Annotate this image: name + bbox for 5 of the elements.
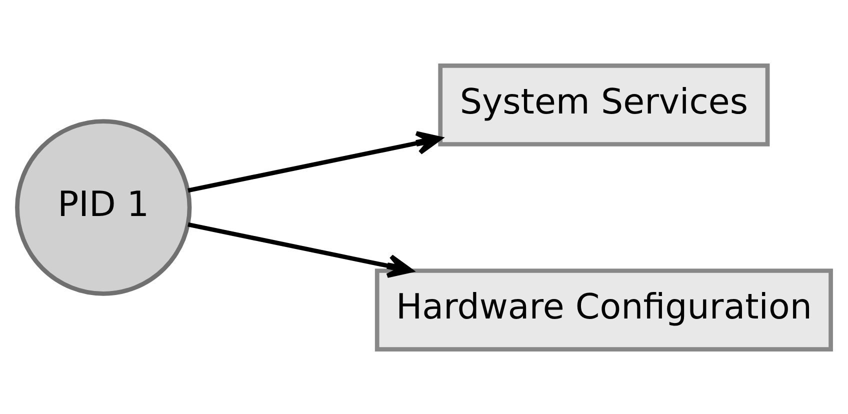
node-box: System Services (438, 63, 770, 146)
arrow (188, 130, 442, 192)
node-box: Hardware Configuration (374, 268, 833, 351)
arrow (188, 222, 413, 278)
node-circle: PID 1 (15, 118, 192, 296)
